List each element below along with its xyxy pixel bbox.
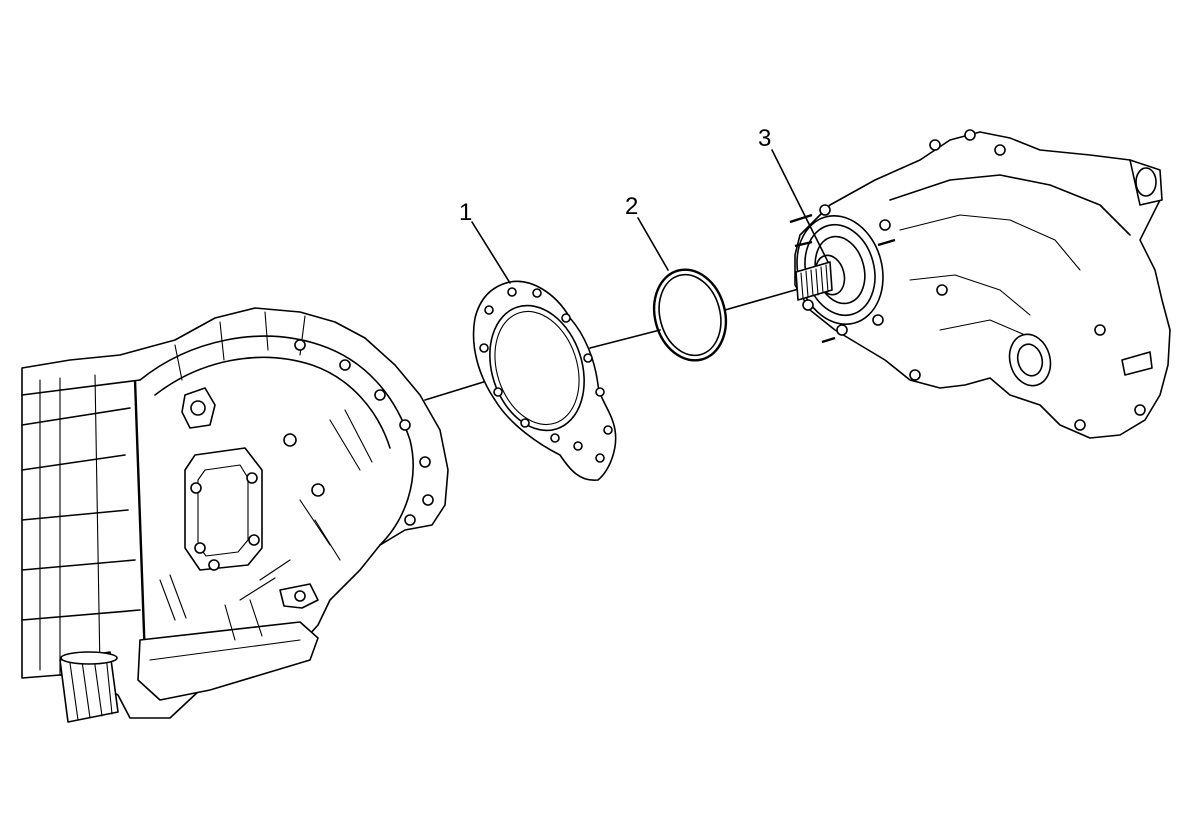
callout-3-leader: [771, 149, 829, 263]
seal-ring: [652, 268, 728, 362]
transmission-assembly: [21, 307, 449, 723]
alignment-axis-segment: [589, 329, 661, 349]
callout-1-label: 1: [459, 199, 472, 226]
callout-1-leader: [471, 221, 511, 284]
transfer-case-assembly: [789, 129, 1171, 439]
callout-3-label: 3: [758, 125, 771, 152]
transfer-case-gasket: [472, 280, 617, 481]
callout-2-label: 2: [625, 193, 638, 220]
callout-2-leader: [637, 217, 669, 271]
